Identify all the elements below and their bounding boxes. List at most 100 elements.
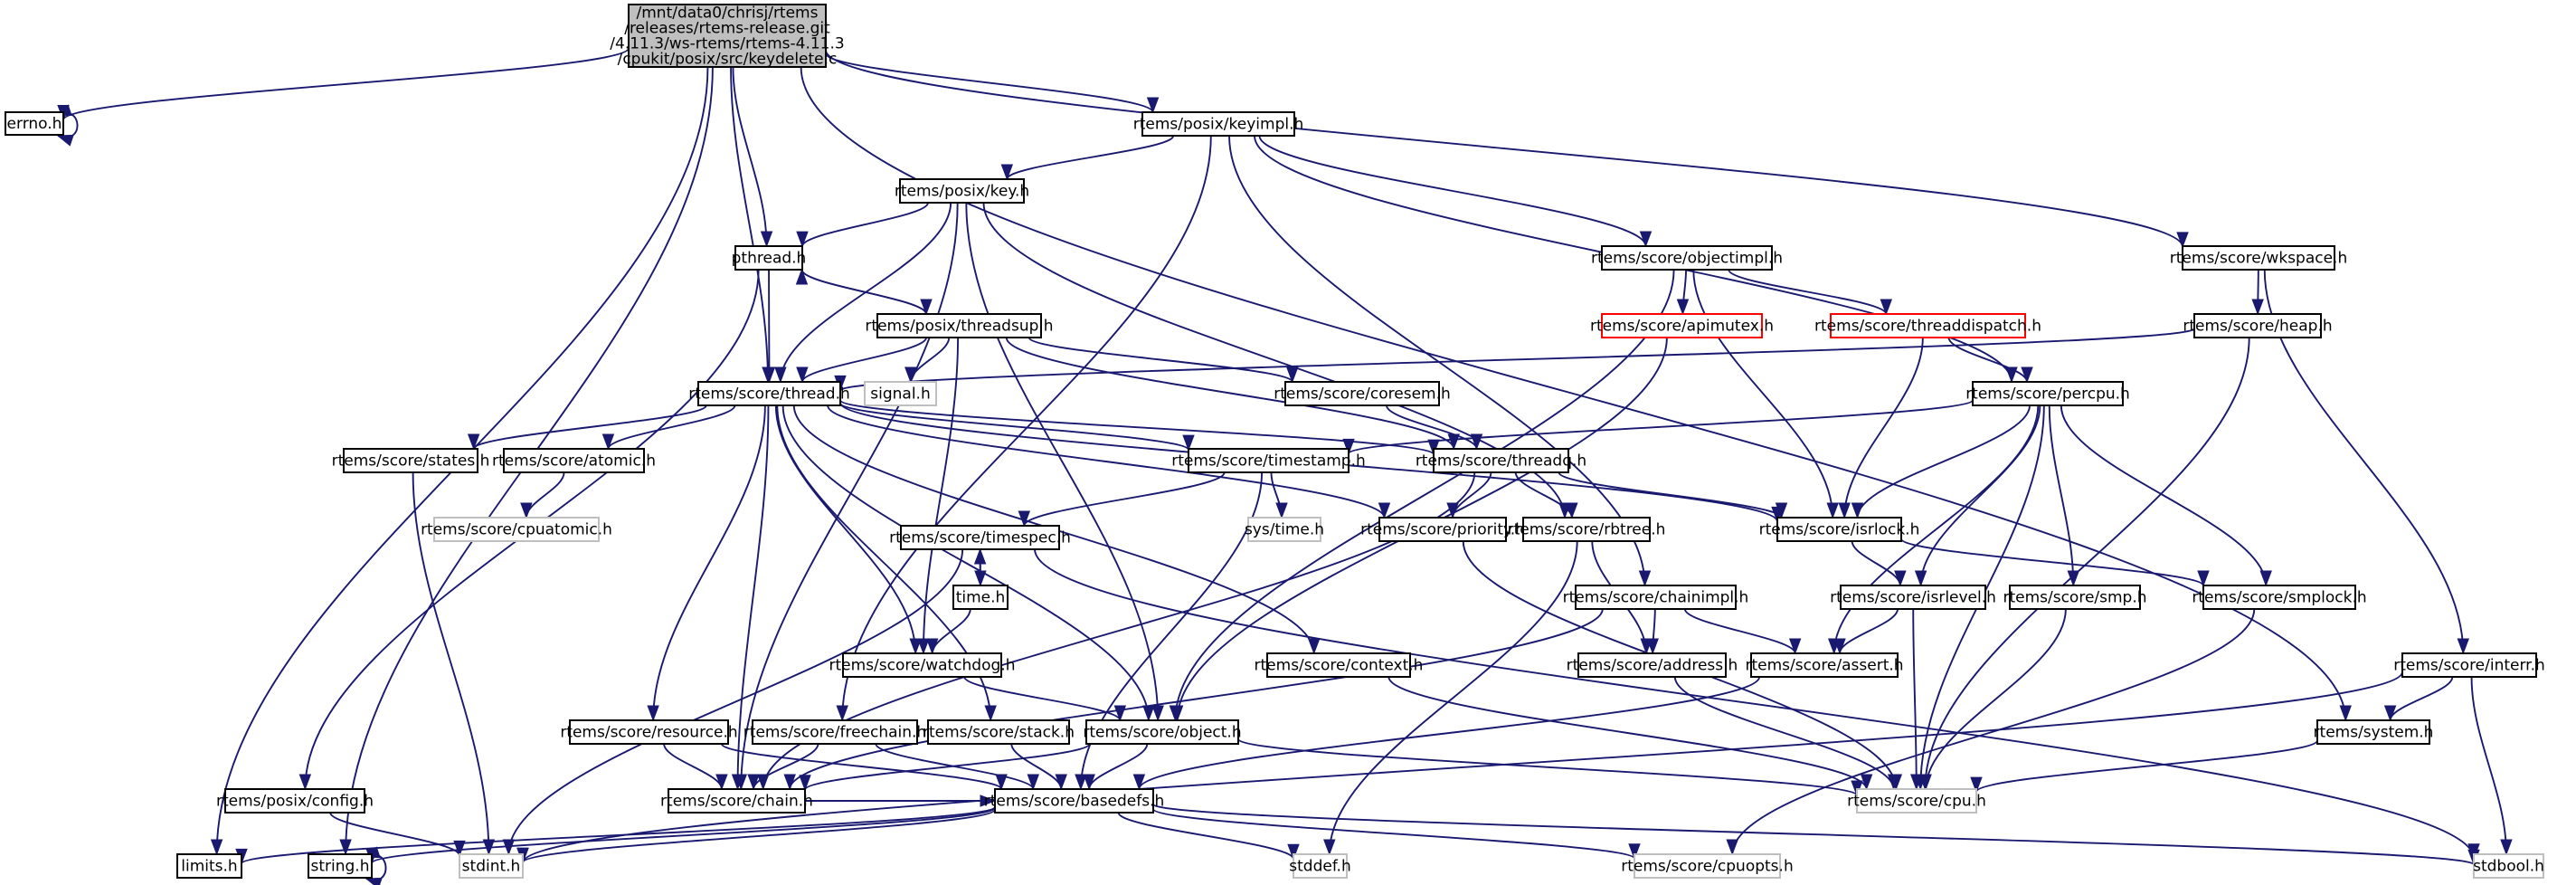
node-systime[interactable]: sys/time.h bbox=[1245, 517, 1324, 542]
node-watchdog-box[interactable] bbox=[842, 652, 1002, 678]
node-thread-box[interactable] bbox=[697, 381, 841, 406]
node-context[interactable]: rtems/score/context.h bbox=[1255, 652, 1424, 678]
node-systime-box[interactable] bbox=[1247, 517, 1321, 542]
node-system[interactable]: rtems/system.h bbox=[2314, 719, 2434, 745]
node-apimutex[interactable]: rtems/score/apimutex.h bbox=[1590, 313, 1774, 338]
node-threadsup-box[interactable] bbox=[876, 313, 1042, 338]
node-watchdog[interactable]: rtems/score/watchdog.h bbox=[829, 652, 1016, 678]
node-resource[interactable]: rtems/score/resource.h bbox=[560, 719, 738, 745]
node-threadsup[interactable]: rtems/posix/threadsup.h bbox=[865, 313, 1054, 338]
node-states[interactable]: rtems/score/states.h bbox=[332, 448, 490, 473]
node-stdint[interactable]: stdint.h bbox=[459, 853, 524, 879]
node-coresem-box[interactable] bbox=[1284, 381, 1440, 406]
node-threaddispatch-box[interactable] bbox=[1830, 313, 2026, 338]
node-cpuatomic-box[interactable] bbox=[433, 517, 600, 542]
node-system-box[interactable] bbox=[2316, 719, 2430, 745]
node-root[interactable]: /mnt/data0/chrisj/rtems/releases/rtems-r… bbox=[610, 4, 845, 69]
node-smp-box[interactable] bbox=[2009, 585, 2141, 610]
node-assert-box[interactable] bbox=[1750, 652, 1899, 678]
node-chainimpl-box[interactable] bbox=[1575, 585, 1737, 610]
node-percpu-box[interactable] bbox=[1972, 381, 2124, 406]
node-time[interactable]: time.h bbox=[952, 585, 1009, 610]
node-wkspace[interactable]: rtems/score/wkspace.h bbox=[2170, 245, 2347, 271]
node-atomic[interactable]: rtems/score/atomic.h bbox=[492, 448, 656, 473]
node-interr-box[interactable] bbox=[2401, 652, 2537, 678]
node-key[interactable]: rtems/posix/key.h bbox=[895, 178, 1029, 204]
node-coresem[interactable]: rtems/score/coresem.h bbox=[1274, 381, 1451, 406]
node-smplock-box[interactable] bbox=[2202, 585, 2356, 610]
node-smp[interactable]: rtems/score/smp.h bbox=[2003, 585, 2147, 610]
node-time-box[interactable] bbox=[952, 585, 1009, 610]
node-address-box[interactable] bbox=[1577, 652, 1727, 678]
node-stdbool-box[interactable] bbox=[2473, 853, 2544, 879]
node-smplock[interactable]: rtems/score/smplock.h bbox=[2192, 585, 2367, 610]
node-cpu-box[interactable] bbox=[1856, 788, 1977, 814]
node-heap[interactable]: rtems/score/heap.h bbox=[2183, 313, 2333, 338]
node-basedefs[interactable]: rtems/score/basedefs.h bbox=[984, 788, 1164, 814]
node-limits[interactable]: limits.h bbox=[176, 853, 242, 879]
node-context-box[interactable] bbox=[1266, 652, 1411, 678]
node-stack[interactable]: rtems/score/stack.h bbox=[923, 719, 1075, 745]
node-stddef-box[interactable] bbox=[1293, 853, 1348, 879]
node-config[interactable]: rtems/posix/config.h bbox=[216, 788, 374, 814]
node-keyimpl-box[interactable] bbox=[1141, 111, 1295, 137]
node-address[interactable]: rtems/score/address.h bbox=[1567, 652, 1738, 678]
node-stdint-box[interactable] bbox=[459, 853, 524, 879]
node-isrlevel[interactable]: rtems/score/isrlevel.h bbox=[1830, 585, 1996, 610]
node-cpuatomic[interactable]: rtems/score/cpuatomic.h bbox=[421, 517, 612, 542]
node-isrlock-box[interactable] bbox=[1776, 517, 1902, 542]
node-threaddispatch[interactable]: rtems/score/threaddispatch.h bbox=[1814, 313, 2041, 338]
node-errno[interactable]: errno.h bbox=[5, 111, 64, 136]
node-cpuopts[interactable]: rtems/score/cpuopts.h bbox=[1621, 853, 1794, 879]
node-percpu[interactable]: rtems/score/percpu.h bbox=[1965, 381, 2130, 406]
node-chain[interactable]: rtems/score/chain.h bbox=[660, 788, 813, 814]
node-assert[interactable]: rtems/score/assert.h bbox=[1745, 652, 1904, 678]
node-chain-box[interactable] bbox=[668, 788, 806, 814]
node-timespec-box[interactable] bbox=[900, 525, 1060, 550]
node-key-box[interactable] bbox=[899, 178, 1025, 204]
node-pthread-box[interactable] bbox=[734, 245, 803, 271]
node-priority-box[interactable] bbox=[1378, 517, 1507, 542]
node-thread[interactable]: rtems/score/thread.h bbox=[688, 381, 850, 406]
node-pthread[interactable]: pthread.h bbox=[732, 245, 807, 271]
node-rbtree[interactable]: rtems/score/rbtree.h bbox=[1508, 517, 1666, 542]
node-isrlock[interactable]: rtems/score/isrlock.h bbox=[1759, 517, 1920, 542]
node-config-box[interactable] bbox=[224, 788, 365, 814]
node-states-box[interactable] bbox=[343, 448, 478, 473]
node-stack-box[interactable] bbox=[927, 719, 1070, 745]
node-root-box[interactable] bbox=[628, 4, 827, 68]
node-string-box[interactable] bbox=[308, 853, 373, 879]
node-rbtree-box[interactable] bbox=[1522, 517, 1651, 542]
node-object-box[interactable] bbox=[1085, 719, 1239, 745]
node-apimutex-box[interactable] bbox=[1601, 313, 1763, 338]
node-timestamp-box[interactable] bbox=[1188, 448, 1350, 473]
node-string[interactable]: string.h bbox=[308, 853, 373, 879]
node-signal[interactable]: signal.h bbox=[864, 381, 937, 406]
node-freechain[interactable]: rtems/score/freechain.h bbox=[743, 719, 926, 745]
node-threadq[interactable]: rtems/score/threadq.h bbox=[1416, 448, 1586, 473]
node-basedefs-box[interactable] bbox=[994, 788, 1154, 814]
node-timestamp[interactable]: rtems/score/timestamp.h bbox=[1171, 448, 1366, 473]
node-resource-box[interactable] bbox=[569, 719, 729, 745]
node-threadq-box[interactable] bbox=[1433, 448, 1569, 473]
node-isrlevel-box[interactable] bbox=[1840, 585, 1986, 610]
node-objectimpl-box[interactable] bbox=[1601, 245, 1773, 271]
node-stdbool[interactable]: stdbool.h bbox=[2473, 853, 2544, 879]
node-priority[interactable]: rtems/score/priority.h bbox=[1360, 517, 1525, 542]
node-heap-box[interactable] bbox=[2193, 313, 2322, 338]
node-freechain-box[interactable] bbox=[752, 719, 918, 745]
node-signal-box[interactable] bbox=[864, 381, 937, 406]
node-wkspace-box[interactable] bbox=[2182, 245, 2335, 271]
node-stddef[interactable]: stddef.h bbox=[1289, 853, 1351, 879]
node-cpu[interactable]: rtems/score/cpu.h bbox=[1847, 788, 1986, 814]
node-object[interactable]: rtems/score/object.h bbox=[1083, 719, 1242, 745]
node-cpuopts-box[interactable] bbox=[1634, 853, 1781, 879]
node-chainimpl[interactable]: rtems/score/chainimpl.h bbox=[1563, 585, 1749, 610]
node-keyimpl[interactable]: rtems/posix/keyimpl.h bbox=[1133, 111, 1304, 137]
node-timespec[interactable]: rtems/score/timespec.h bbox=[889, 525, 1071, 550]
node-objectimpl[interactable]: rtems/score/objectimpl.h bbox=[1591, 245, 1783, 271]
node-interr[interactable]: rtems/score/interr.h bbox=[2393, 652, 2545, 678]
node-limits-box[interactable] bbox=[176, 853, 242, 879]
node-errno-box[interactable] bbox=[5, 111, 64, 136]
node-atomic-box[interactable] bbox=[503, 448, 645, 473]
